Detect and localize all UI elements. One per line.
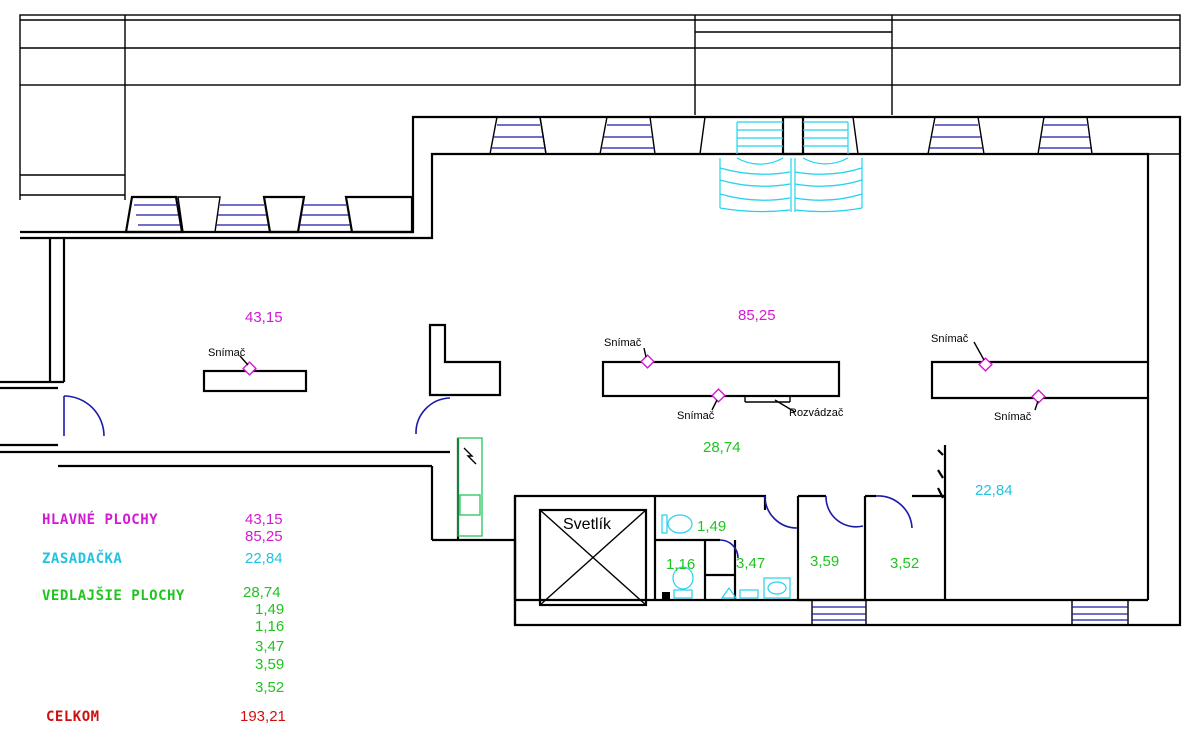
doors [63, 395, 913, 559]
legend-secondary-label: VEDLAJŠIE PLOCHY [42, 586, 185, 604]
sensor-icon [640, 354, 655, 369]
area-main-hall: 85,25 [738, 307, 776, 324]
kitchenette [457, 437, 483, 537]
legend-main-area-value: 43,15 [245, 511, 283, 528]
area-legend: HLAVNÉ PLOCHY 43,15 85,25 ZASADAČKA 22,8… [42, 511, 286, 725]
skylight [538, 508, 648, 607]
sensor-label: Snímač [208, 347, 246, 359]
area-washroom: 3,47 [736, 555, 765, 572]
distribution-board-label: Rozvádzač [789, 407, 844, 419]
legend-meeting-value: 22,84 [245, 550, 283, 567]
legend-main-area-value: 85,25 [245, 528, 283, 545]
room-areas: 43,15 85,25 28,74 22,84 1,49 1,16 3,47 3… [245, 307, 1013, 573]
sensor-icon [711, 388, 726, 403]
legend-secondary-value: 3,47 [255, 638, 284, 655]
legend-secondary-value: 3,52 [255, 679, 284, 696]
area-corridor: 28,74 [703, 439, 741, 456]
plan-labels: Snímač Snímač Snímač Snímač Snímač Rozvá… [208, 333, 1032, 533]
sensor-label: Snímač [931, 333, 969, 345]
area-room-b: 3,52 [890, 555, 919, 572]
entrance-stairs [719, 115, 863, 213]
interior-walls [202, 323, 1150, 625]
legend-secondary-value: 1,16 [255, 618, 284, 635]
sensor-label: Snímač [604, 337, 642, 349]
legend-secondary-value: 1,49 [255, 601, 284, 618]
windows-north [124, 116, 1181, 234]
area-left-hall: 43,15 [245, 309, 283, 326]
legend-total-label: CELKOM [46, 709, 100, 725]
sensor-icon [242, 361, 257, 376]
sensors [239, 341, 1046, 413]
area-wc-1: 1,49 [697, 518, 726, 535]
area-wc-2: 1,16 [666, 556, 695, 573]
sensor-icon [1031, 389, 1046, 404]
windows-south [811, 599, 1129, 626]
skylight-label: Svetlík [563, 516, 612, 533]
legend-total-value: 193,21 [240, 708, 286, 725]
sanitary-fixtures [661, 514, 791, 600]
legend-secondary-value: 3,59 [255, 656, 284, 673]
area-room-a: 3,59 [810, 553, 839, 570]
legend-main-areas-label: HLAVNÉ PLOCHY [42, 511, 158, 528]
adjacent-building [19, 14, 1181, 200]
sensor-label: Snímač [677, 410, 715, 422]
sensor-label: Snímač [994, 411, 1032, 423]
sensor-icon [978, 357, 993, 372]
legend-meeting-label: ZASADAČKA [42, 549, 122, 567]
area-meeting-room: 22,84 [975, 482, 1013, 499]
legend-secondary-value: 28,74 [243, 584, 281, 601]
exterior-walls [0, 115, 1182, 627]
